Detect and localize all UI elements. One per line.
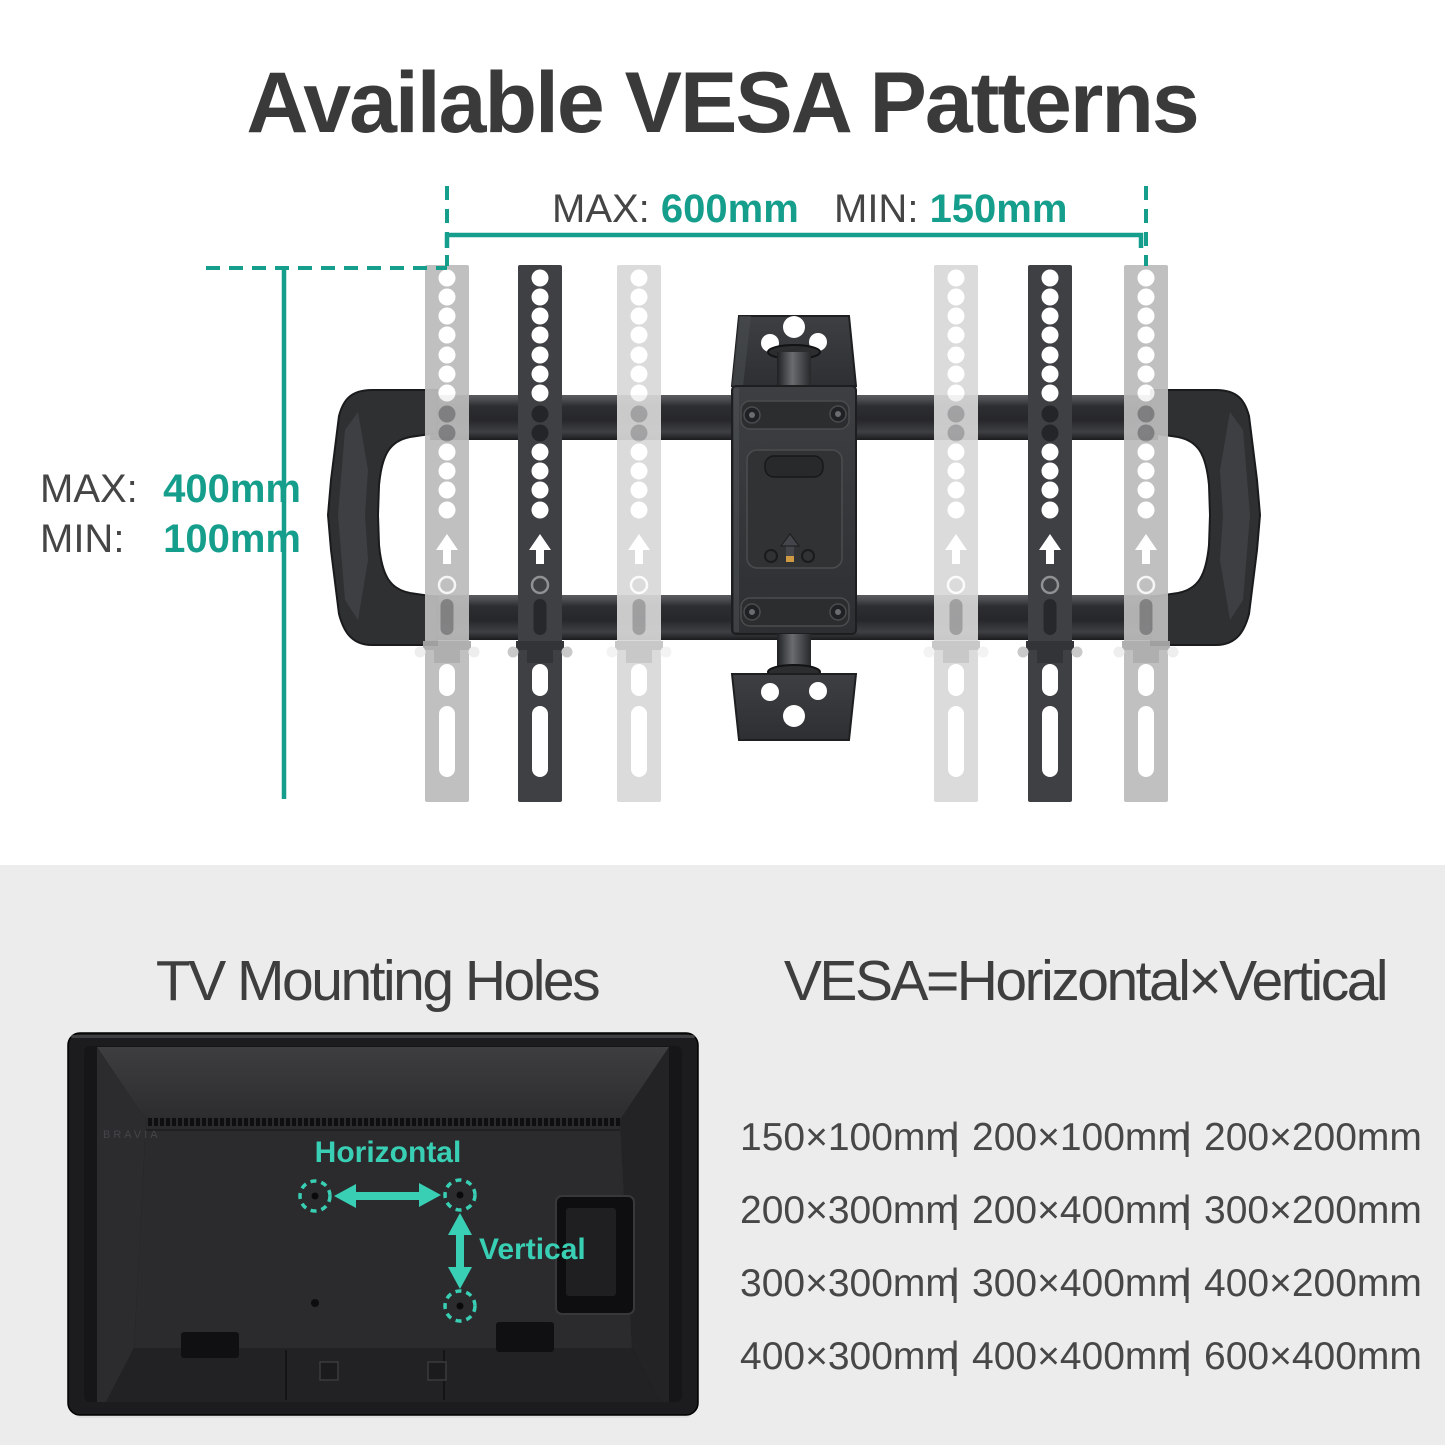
vesa-size: 200×200mm — [1204, 1115, 1422, 1159]
vertical-min-dimension: MIN: 100mm — [40, 516, 301, 562]
indicator-arrow-base — [786, 556, 794, 562]
vesa-formula-heading: VESA=Horizontal×Vertical — [783, 949, 1389, 1013]
horizontal-arrow-head-right — [419, 1183, 441, 1207]
mounting-hole-marker-right — [443, 1178, 477, 1212]
min-label: MIN: — [40, 517, 125, 561]
vesa-size: 150×100mm — [740, 1115, 958, 1159]
separator: | — [950, 1189, 960, 1231]
tv-brand-text: BRAVIA — [103, 1129, 161, 1141]
top-screw-strip — [740, 400, 850, 430]
page-title: Available VESA Patterns — [246, 55, 1199, 151]
vesa-rail-ghost-inner-right — [922, 263, 990, 804]
tv-mounting-holes-heading: TV Mounting Holes — [155, 949, 601, 1013]
max-label: MAX: — [552, 187, 650, 231]
mount-right-cap-highlight — [1220, 412, 1250, 620]
tv-clip-right — [427, 1361, 447, 1381]
separator: | — [950, 1262, 960, 1304]
vesa-rail-solid-right — [1016, 263, 1084, 804]
recessed-panel — [746, 449, 843, 569]
mounting-hole-marker-bottom — [443, 1289, 477, 1323]
tv-back-illustration — [67, 1032, 699, 1418]
min-label: MIN: — [834, 187, 919, 231]
vesa-size: 300×400mm — [972, 1261, 1190, 1305]
tv-dimension-arrows — [334, 1183, 472, 1289]
vertical-arrow-head-bottom — [448, 1267, 472, 1289]
vesa-rail-solid-left — [506, 263, 574, 804]
bottom-plate-hole-right — [809, 682, 827, 700]
max-value: 600mm — [660, 187, 799, 231]
tv-cutout-left — [181, 1332, 239, 1358]
vesa-rail-ghost-outer-right — [1112, 263, 1180, 804]
horizontal-min-dimension: MIN: 150mm — [834, 186, 1067, 232]
indicator-arrow-stem — [786, 546, 794, 556]
separator: | — [950, 1335, 960, 1377]
tv-io-panel — [566, 1208, 616, 1296]
vesa-size: 200×400mm — [972, 1188, 1190, 1232]
tv-left-face — [97, 1047, 146, 1402]
vesa-rail-ghost-outer-left — [413, 263, 481, 804]
vertical-max-dimension: MAX: 400mm — [40, 466, 301, 512]
vesa-size: 200×100mm — [972, 1115, 1190, 1159]
bottom-screw-strip — [740, 597, 850, 627]
vesa-row: 150×100mm | 200×100mm | 200×200mm — [740, 1101, 1422, 1174]
separator: | — [1182, 1335, 1192, 1377]
vesa-size: 400×300mm — [740, 1334, 958, 1378]
vesa-row: 300×300mm | 300×400mm | 400×200mm — [740, 1247, 1422, 1320]
vesa-size: 400×200mm — [1204, 1261, 1422, 1305]
tv-bottom-face — [106, 1348, 660, 1402]
min-value: 150mm — [929, 187, 1068, 231]
vertical-dimension-label: Vertical — [479, 1233, 586, 1266]
indicator-arrow-head — [780, 533, 800, 547]
mounting-hole-marker-left — [298, 1179, 332, 1213]
hole-dot — [311, 1192, 319, 1200]
horizontal-arrow-head-left — [334, 1184, 356, 1208]
hole-dot — [456, 1302, 464, 1310]
tv-top-face — [97, 1047, 669, 1120]
min-value: 100mm — [163, 517, 301, 561]
vertical-arrow-head-top — [448, 1213, 472, 1235]
vesa-row: 400×300mm | 400×400mm | 600×400mm — [740, 1320, 1422, 1393]
center-bracket — [730, 315, 858, 741]
indicator-hole-left — [764, 549, 778, 563]
measurement-annotations — [206, 186, 1148, 799]
wall-mount-illustration — [326, 263, 1262, 804]
top-plate-hole-center — [783, 316, 805, 338]
tv-cutout-right — [496, 1322, 554, 1352]
vesa-row: 200×300mm | 200×400mm | 300×200mm — [740, 1174, 1422, 1247]
tv-clip-left — [319, 1361, 339, 1381]
main-plate-left-bevel — [734, 388, 739, 632]
tv-hole-annotations — [298, 1178, 477, 1323]
vesa-size: 300×300mm — [740, 1261, 958, 1305]
mount-left-cap-highlight — [338, 412, 368, 620]
tv-back-panel — [134, 1120, 632, 1348]
horizontal-dimension-bracket — [444, 232, 1144, 248]
bottom-plate-hole-left — [761, 683, 779, 701]
vesa-size: 300×200mm — [1204, 1188, 1422, 1232]
screw-slot — [749, 609, 755, 615]
separator: | — [1182, 1262, 1192, 1304]
screw-slot — [835, 411, 841, 417]
tv-screw-hole — [311, 1299, 319, 1307]
vesa-size: 400×400mm — [972, 1334, 1190, 1378]
separator: | — [1182, 1189, 1192, 1231]
hole-dot — [456, 1191, 464, 1199]
panel-handle-slot — [764, 455, 824, 478]
horizontal-max-dimension: MAX: 600mm — [552, 186, 799, 232]
screw-slot — [749, 412, 755, 418]
top-wall-plate-bevel — [732, 316, 751, 386]
separator: | — [950, 1116, 960, 1158]
max-label: MAX: — [40, 467, 138, 511]
max-value: 400mm — [163, 467, 301, 511]
tv-top-edge-highlight — [71, 1035, 695, 1038]
vesa-size-table: 150×100mm | 200×100mm | 200×200mm 200×30… — [740, 1101, 1422, 1393]
separator: | — [1182, 1116, 1192, 1158]
screw-slot — [835, 609, 841, 615]
indicator-hole-right — [801, 549, 815, 563]
vesa-rail-ghost-inner-left — [605, 263, 673, 804]
bottom-plate-hole-center — [783, 705, 805, 727]
vesa-size: 600×400mm — [1204, 1334, 1422, 1378]
vesa-size: 200×300mm — [740, 1188, 958, 1232]
horizontal-dimension-label: Horizontal — [314, 1136, 462, 1169]
